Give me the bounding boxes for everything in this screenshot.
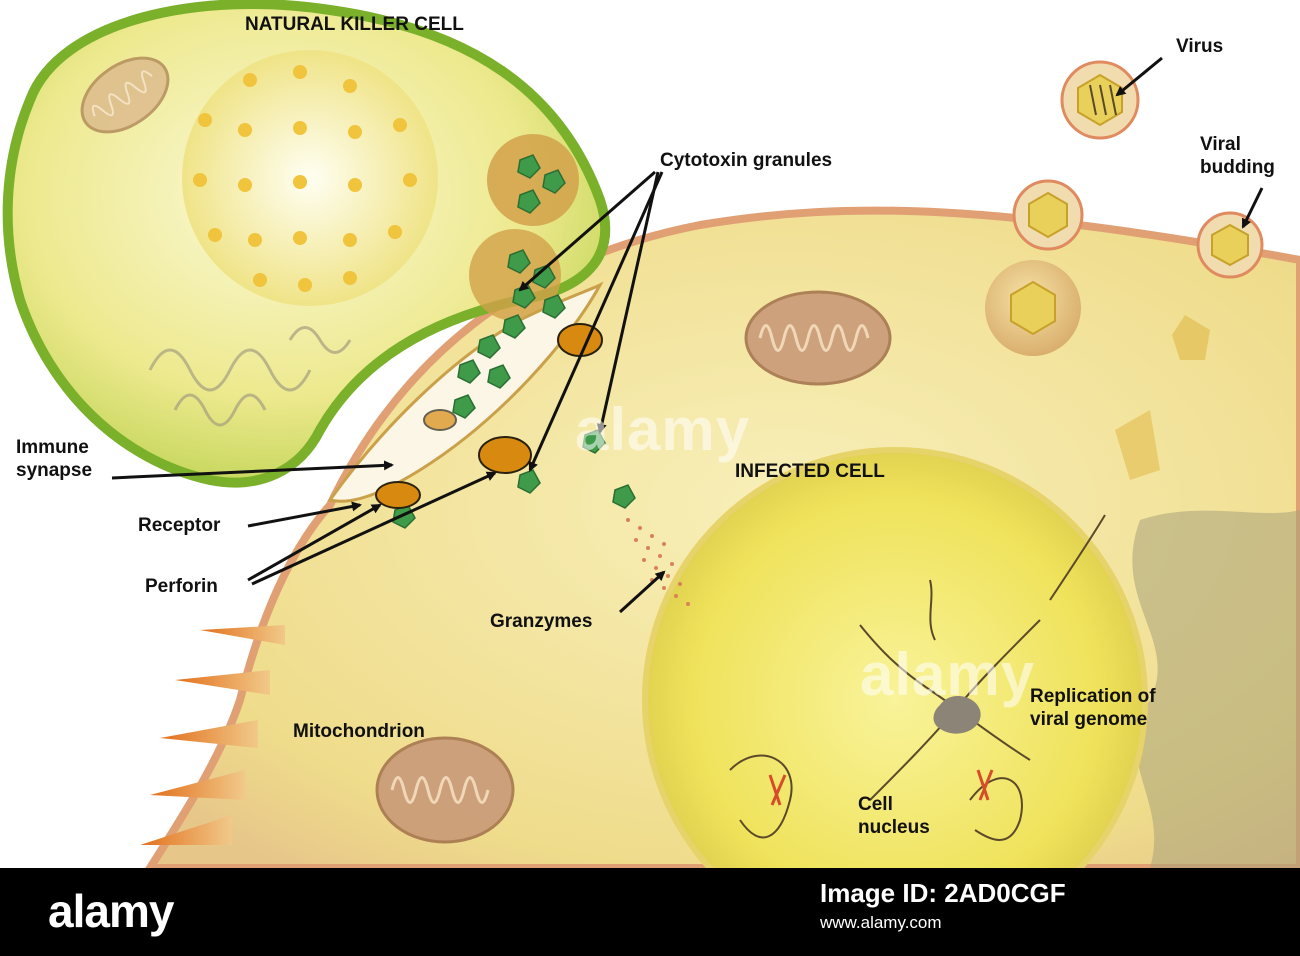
virus-budding-1 [1012,179,1084,251]
label-granzymes: Granzymes [490,611,593,632]
er-shadow [1132,510,1300,868]
illustration [2,0,1300,868]
watermark-center: alamy [575,396,751,463]
immune-synapse-cleft [327,281,604,503]
perforin-pores [375,323,603,509]
mitochondrion-upper [744,290,892,386]
label-cell-nucleus: Cell nucleus [858,794,930,838]
granzyme-dots [626,518,690,606]
footer-brand: alamy [48,885,174,937]
virus-vesicle [985,260,1081,356]
cell-nucleus [642,447,1148,868]
label-immune-synapse: Immune synapse [16,437,93,481]
cell-membrane-spikes [140,625,285,845]
label-viral-budding: Viral budding [1200,134,1275,178]
virus-budding-2 [1196,211,1264,279]
replication-blob [933,695,981,734]
virus-free [1060,60,1140,140]
nk-mitochondrion [80,56,170,134]
chromosomes [768,769,994,806]
label-perforin: Perforin [145,576,218,597]
watermark-lower: alamy [860,641,1036,708]
mitochondrion-lower [375,736,515,844]
label-receptor: Receptor [138,515,221,536]
granule-vesicle-1 [487,134,579,226]
label-virus: Virus [1176,36,1224,57]
nk-er [148,326,352,427]
cytotoxin-granules [392,154,636,529]
nk-nucleus-pores [193,65,417,292]
label-replication: Replication of viral genome [1030,686,1156,730]
capsid-fragment-2 [1115,410,1160,480]
footer-site: www.alamy.com [820,913,942,932]
diagram-stage: alamy alamy NATURAL KILLER CELL Cytotoxi… [2,0,1300,868]
footer-bar: alamy Image ID: 2AD0CGF www.alamy.com [0,868,1300,956]
capsid-fragment-1 [1172,315,1210,360]
label-cytotoxin-granules: Cytotoxin granules [660,150,833,171]
footer-image-id: Image ID: 2AD0CGF [820,878,1066,908]
pointer-arrows [111,56,1264,614]
nk-nucleus [182,50,438,306]
granule-vesicle-2 [469,229,561,321]
label-natural-killer-cell: NATURAL KILLER CELL [245,14,464,35]
label-infected-cell: INFECTED CELL [735,461,885,482]
label-mitochondrion: Mitochondrion [293,721,425,742]
